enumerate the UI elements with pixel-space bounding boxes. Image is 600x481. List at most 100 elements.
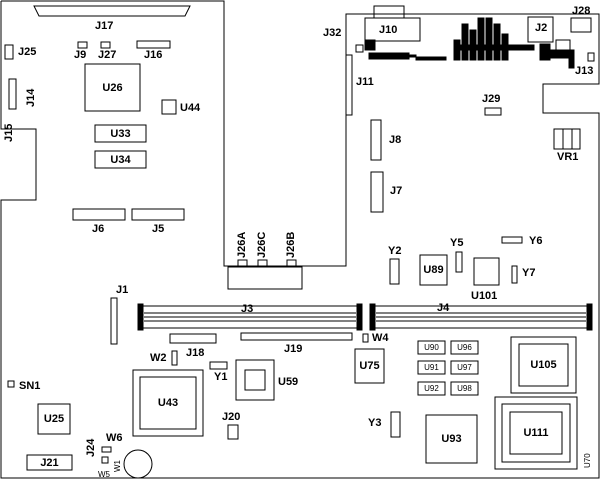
label-u105: U105 xyxy=(530,359,557,371)
label-y1: Y1 xyxy=(214,371,228,383)
y3-outline xyxy=(390,411,401,438)
label-j7: J7 xyxy=(390,185,403,197)
label-j14: J14 xyxy=(25,88,37,107)
vr1-outline xyxy=(553,128,581,150)
label-j26a: J26A xyxy=(236,231,248,258)
j26c-pins xyxy=(257,259,268,268)
j27-outline xyxy=(100,41,111,49)
w4-outline xyxy=(362,333,369,343)
label-u43: U43 xyxy=(157,397,179,409)
j26a-pins xyxy=(237,259,248,268)
label-j4: J4 xyxy=(437,302,450,314)
j19-outline xyxy=(240,332,353,341)
label-u96: U96 xyxy=(457,343,472,352)
label-u93: U93 xyxy=(441,433,462,445)
u93-outline xyxy=(425,414,478,464)
u33-outline xyxy=(94,124,147,143)
label-u92: U92 xyxy=(424,384,439,393)
label-j2: J2 xyxy=(535,22,548,34)
w5-outline xyxy=(101,456,109,464)
u44-outline xyxy=(161,99,177,115)
label-u26: U26 xyxy=(102,81,123,94)
label-j13: J13 xyxy=(575,65,594,77)
label-j21: J21 xyxy=(40,456,59,469)
label-w5: W5 xyxy=(98,470,110,479)
j28-outline xyxy=(570,17,592,33)
u25-outline xyxy=(37,403,71,435)
label-j27: J27 xyxy=(98,49,117,61)
j26b-pins xyxy=(286,259,297,268)
label-u75: U75 xyxy=(359,360,380,372)
y7-outline xyxy=(511,265,518,284)
j9-outline xyxy=(77,41,88,49)
j7-outline xyxy=(370,171,384,213)
j25-outline xyxy=(4,44,14,60)
sn1-outline xyxy=(7,380,15,388)
label-u101: U101 xyxy=(471,290,498,302)
label-j19: J19 xyxy=(284,343,303,355)
label-u90: U90 xyxy=(424,343,439,352)
label-j28: J28 xyxy=(572,5,591,17)
u98-outline xyxy=(450,381,479,396)
label-j11: J11 xyxy=(356,76,374,88)
label-w2: W2 xyxy=(150,352,167,364)
u34-outline xyxy=(94,150,147,169)
j5-outline xyxy=(131,208,185,221)
battery-outline xyxy=(123,449,153,479)
label-j32: J32 xyxy=(323,27,342,39)
j10-top xyxy=(373,5,405,19)
label-j8: J8 xyxy=(389,134,402,146)
label-vr1: VR1 xyxy=(557,151,579,163)
j29-outline xyxy=(484,107,502,116)
label-j26c: J26C xyxy=(256,231,268,258)
u91-outline xyxy=(417,360,446,375)
u89-outline xyxy=(419,254,448,286)
label-j10: J10 xyxy=(379,24,398,36)
w2-outline xyxy=(171,350,178,366)
label-u97: U97 xyxy=(457,363,472,372)
j8-outline xyxy=(370,119,382,161)
label-u111: U111 xyxy=(523,427,549,439)
label-j20: J20 xyxy=(222,411,241,423)
u26-outline xyxy=(84,63,141,112)
label-u70: U70 xyxy=(583,453,592,468)
label-y5: Y5 xyxy=(450,237,464,249)
label-u33: U33 xyxy=(110,127,131,140)
j14-outline xyxy=(8,78,17,110)
label-u98: U98 xyxy=(457,384,472,393)
y6-outline xyxy=(501,236,523,244)
j32-outline xyxy=(355,44,364,53)
label-j29: J29 xyxy=(482,93,501,105)
y1-outline xyxy=(209,361,228,370)
j6-outline xyxy=(72,208,126,221)
u97-outline xyxy=(450,360,479,375)
label-j16: J16 xyxy=(144,49,163,61)
label-j25: J25 xyxy=(18,46,37,58)
j11-outline xyxy=(345,54,353,116)
j21-outline xyxy=(26,454,73,471)
label-y7: Y7 xyxy=(522,267,536,279)
label-j24: J24 xyxy=(85,438,97,457)
u92-outline xyxy=(417,381,446,396)
label-j3: J3 xyxy=(241,303,254,315)
label-j6: J6 xyxy=(92,223,105,235)
u43-outline xyxy=(132,369,204,437)
j13-outline xyxy=(587,52,595,62)
label-j1: J1 xyxy=(116,284,129,296)
label-sn1: SN1 xyxy=(19,380,41,392)
label-w1: W1 xyxy=(113,460,122,472)
label-j9: J9 xyxy=(74,49,87,61)
u111-outline xyxy=(494,396,578,470)
label-j17: J17 xyxy=(95,20,114,32)
label-j18: J18 xyxy=(186,347,205,359)
label-y6: Y6 xyxy=(529,235,543,247)
j20-outline xyxy=(227,424,239,440)
label-u44: U44 xyxy=(180,102,201,114)
w6-outline xyxy=(101,446,112,453)
label-y2: Y2 xyxy=(388,245,402,257)
label-u25: U25 xyxy=(43,413,65,425)
label-j26b: J26B xyxy=(285,231,297,258)
